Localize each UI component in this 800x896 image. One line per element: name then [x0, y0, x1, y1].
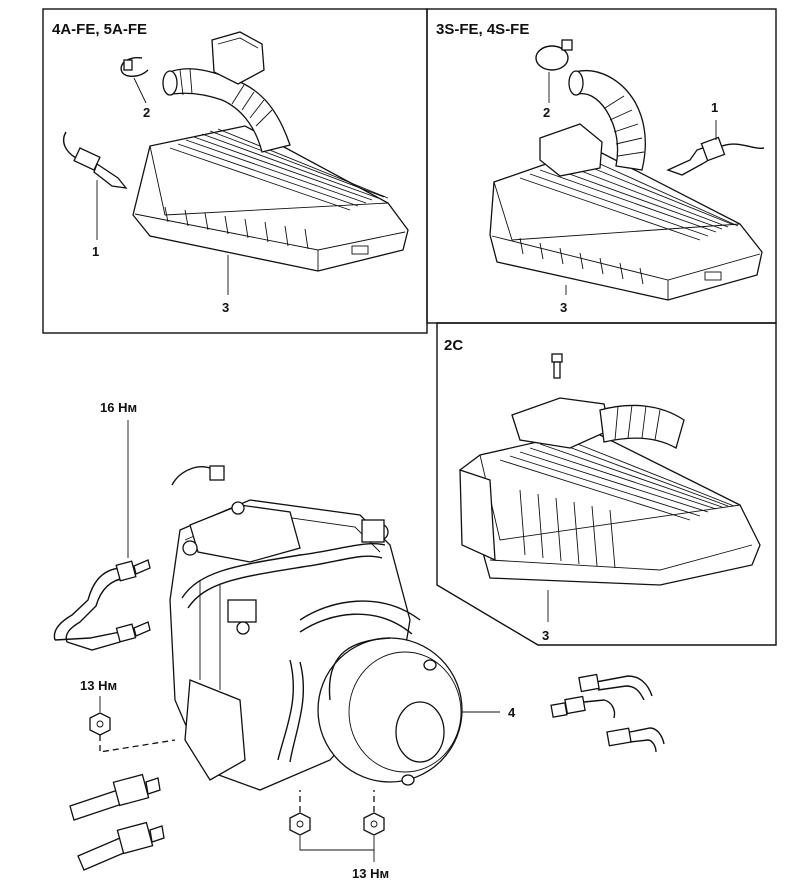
- callout-3: 3: [560, 300, 567, 315]
- panel-title: 3S-FE, 4S-FE: [436, 21, 529, 38]
- nut: [363, 812, 385, 836]
- callout-2: 2: [143, 105, 150, 120]
- refrigerant-pipe: [53, 559, 151, 651]
- panel-frame: [436, 322, 777, 646]
- intake-hose: [568, 70, 646, 171]
- panel-title: 4A-FE, 5A-FE: [52, 21, 147, 38]
- mount-line: [99, 735, 176, 753]
- temperature-sensor: [62, 131, 128, 189]
- callout-3: 3: [542, 628, 549, 643]
- torque-label-bottom: 13 Нм: [352, 866, 389, 881]
- clutch-pulley: [317, 637, 463, 786]
- hose-clamp: [535, 39, 573, 71]
- callout-3: 3: [222, 300, 229, 315]
- callout-1: 1: [711, 100, 718, 115]
- callout-4: 4: [508, 705, 516, 720]
- hose-lines: [171, 465, 421, 763]
- temperature-sensor: [666, 136, 765, 176]
- panel-2c: 2C: [436, 322, 777, 646]
- intake-hose: [511, 397, 685, 449]
- torque-label-left: 13 Нм: [80, 678, 117, 693]
- callout-1: 1: [92, 244, 99, 259]
- torque-label-top: 16 Нм: [100, 400, 137, 415]
- compressor-assembly: 4 16 Нм 13 Нм: [53, 400, 665, 881]
- panel-title: 2C: [444, 337, 463, 354]
- hose-fittings: [69, 773, 165, 871]
- bracket-line: [299, 836, 375, 851]
- leader-line: [133, 77, 147, 104]
- hose-fittings: [550, 673, 665, 753]
- intake-hose: [162, 31, 291, 153]
- panel-4a-fe-5a-fe: 4A-FE, 5A-FE: [42, 8, 428, 334]
- air-cleaner-case: [459, 429, 761, 586]
- panel-3s-fe-4s-fe: 3S-FE, 4S-FE: [426, 8, 777, 324]
- nut: [89, 712, 111, 736]
- air-cleaner-case: [489, 123, 763, 301]
- hose-clamp: [120, 57, 149, 77]
- air-cleaner-case: [132, 125, 409, 272]
- bolt: [551, 353, 563, 379]
- callout-2: 2: [543, 105, 550, 120]
- nut: [289, 812, 311, 836]
